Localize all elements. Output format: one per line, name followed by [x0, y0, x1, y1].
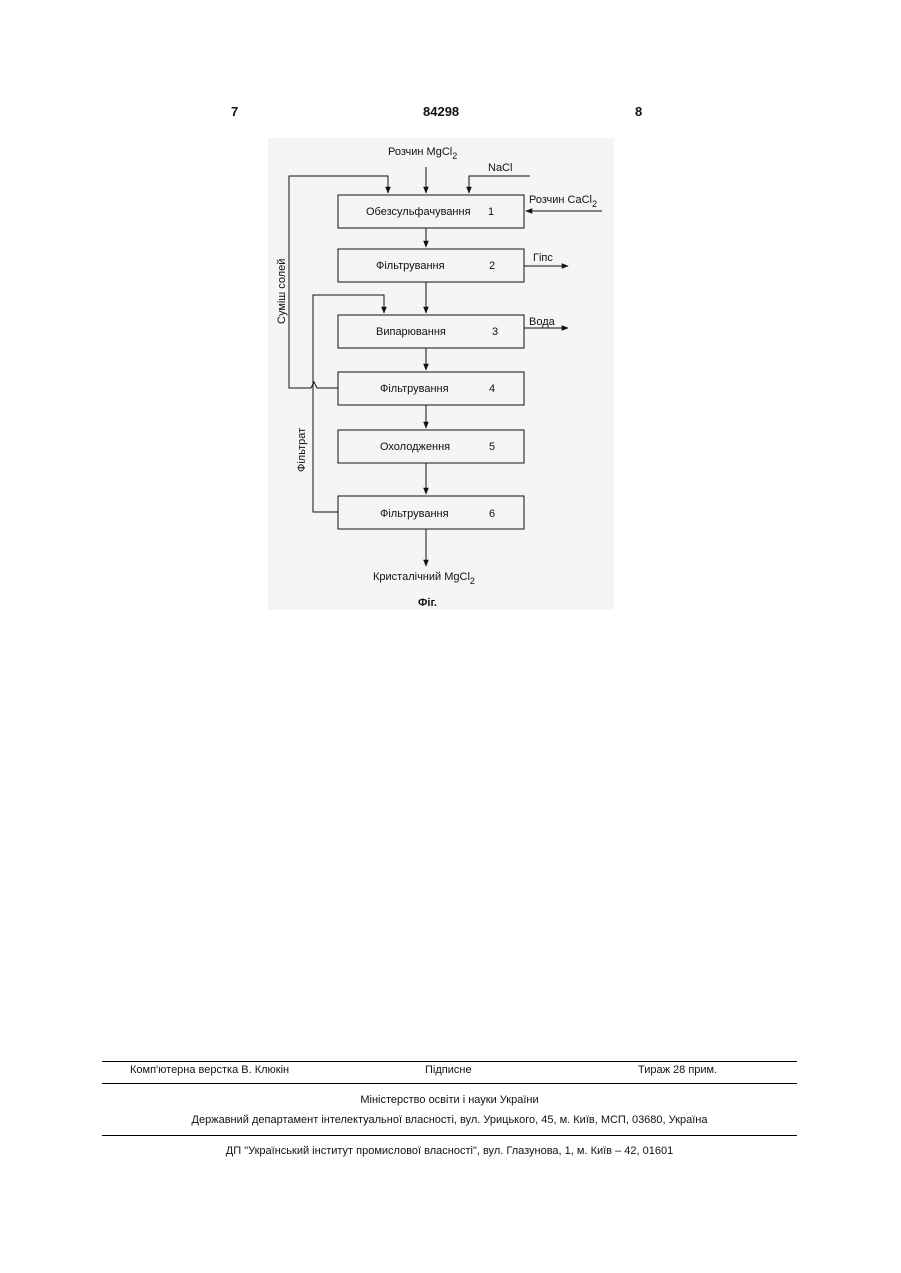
- step-label-5: Охолодження: [380, 441, 450, 453]
- footer-rule-middle: [102, 1083, 797, 1084]
- step-label-4: Фільтрування: [380, 383, 449, 395]
- label-nacl: NaCl: [488, 162, 512, 174]
- figure-caption: Фіг.: [418, 597, 437, 609]
- signed-label: Підписне: [425, 1064, 472, 1076]
- step-label-6: Фільтрування: [380, 508, 449, 520]
- step-label-2: Фільтрування: [376, 260, 445, 272]
- footer-rule-bottom: [102, 1135, 797, 1136]
- institute: ДП "Український інститут промислової вла…: [102, 1145, 797, 1157]
- process-flow-diagram: Розчин MgCl2 NaCl Розчин CaCl2 Обезсульф…: [0, 0, 901, 640]
- label-voda: Вода: [529, 316, 556, 328]
- label-cacl-input: Розчин CaCl2: [529, 194, 597, 209]
- label-salt-mixture: Суміш солей: [276, 259, 288, 324]
- circulation: Тираж 28 прим.: [638, 1064, 717, 1076]
- step-num-6: 6: [489, 508, 495, 520]
- step-num-5: 5: [489, 441, 495, 453]
- label-mgcl-input: Розчин MgCl2: [388, 146, 457, 161]
- label-crystalline-mgcl: Кристалічний MgCl2: [373, 571, 475, 586]
- ministry: Міністерство освіти і науки України: [102, 1094, 797, 1106]
- department: Державний департамент інтелектуальної вл…: [102, 1114, 797, 1126]
- footer-rule-top: [102, 1061, 797, 1062]
- label-gips: Гіпс: [533, 252, 553, 264]
- loop-filtrate: [313, 295, 384, 512]
- step-num-2: 2: [489, 260, 495, 272]
- step-num-3: 3: [492, 326, 498, 338]
- step-label-1: Обезсульфачування: [366, 206, 471, 218]
- layout-credit: Комп'ютерна верстка В. Клюкін: [130, 1064, 289, 1076]
- label-filtrate: Фільтрат: [296, 428, 308, 472]
- step-label-3: Випарювання: [376, 326, 446, 338]
- step-num-1: 1: [488, 206, 494, 218]
- arrow-nacl-in: [469, 176, 530, 193]
- step-num-4: 4: [489, 383, 495, 395]
